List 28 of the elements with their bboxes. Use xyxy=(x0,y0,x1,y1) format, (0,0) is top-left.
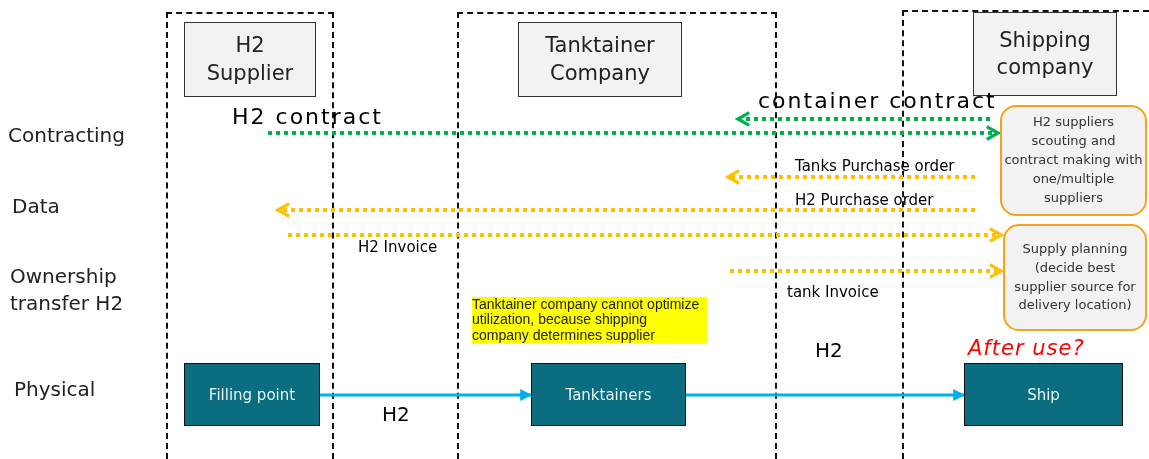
edge-label: H2 xyxy=(815,338,843,362)
arrow xyxy=(726,169,975,185)
edge-label: H2 contract xyxy=(232,104,383,129)
annotation: After use? xyxy=(968,336,1085,360)
edge-label: H2 xyxy=(382,402,410,426)
header-box: H2 Supplier xyxy=(184,22,316,97)
row-label: Contracting xyxy=(8,123,125,147)
edge-label: H2 Purchase order xyxy=(795,191,934,209)
arrow xyxy=(736,111,990,127)
edge-label: Tanks Purchase order xyxy=(795,157,955,175)
edge-label: tank Invoice xyxy=(787,283,879,301)
arrow xyxy=(268,125,1000,141)
row-label: Data xyxy=(12,194,60,218)
arrow xyxy=(730,263,1003,279)
arrow xyxy=(288,227,1003,243)
edge-label: H2 Invoice xyxy=(358,238,438,256)
process-box: H2 suppliers scouting and contract making with one/multiple suppliers xyxy=(1000,105,1147,216)
header-box: Tanktainer Company xyxy=(518,22,682,97)
arrow xyxy=(320,389,533,401)
process-box: Supply planning (decide best supplier source for delivery location) xyxy=(1003,224,1147,331)
row-label: Ownership transfer H2 xyxy=(10,263,125,317)
arrow xyxy=(276,202,975,218)
note: Tanktainer company cannot optimize utilization, because shipping company determines supplier xyxy=(472,297,707,344)
arrow xyxy=(686,389,966,401)
process-box: Filling point xyxy=(184,363,320,426)
row-label: Physical xyxy=(14,377,96,401)
process-box: Ship xyxy=(964,363,1123,426)
process-box: Tanktainers xyxy=(531,363,686,426)
